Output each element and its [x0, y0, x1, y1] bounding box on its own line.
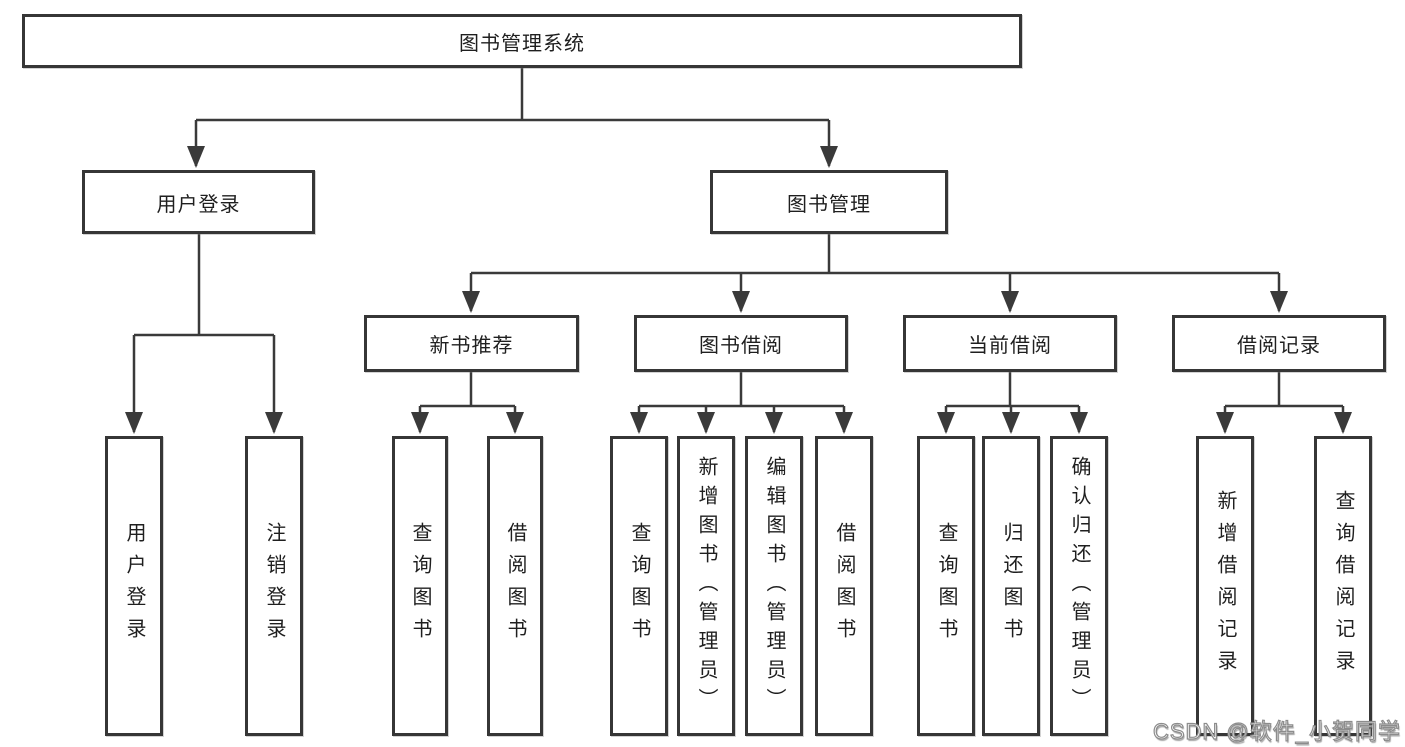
node-leaf-query-books-2: 查询图书 — [610, 436, 668, 736]
node-leaf-query-books-1: 查询图书 — [392, 436, 448, 736]
leaf-label: 查询图书 — [935, 522, 957, 650]
node-book-management: 图书管理 — [710, 170, 948, 234]
leaf-label: 新增借阅记录 — [1214, 490, 1236, 682]
leaf-label: 注销登录 — [263, 522, 285, 650]
node-leaf-user-login: 用户登录 — [105, 436, 163, 736]
node-leaf-return-books: 归还图书 — [982, 436, 1040, 736]
node-new-book-recommend: 新书推荐 — [364, 315, 579, 372]
node-borrowing-records: 借阅记录 — [1172, 315, 1386, 372]
node-leaf-query-books-3: 查询图书 — [917, 436, 975, 736]
leaf-label: 确认归还（管理员） — [1068, 455, 1090, 717]
leaf-label: 归还图书 — [1000, 522, 1022, 650]
leaf-label: 借阅图书 — [504, 522, 526, 650]
leaf-label: 查询图书 — [628, 522, 650, 650]
node-leaf-borrow-books-2: 借阅图书 — [815, 436, 873, 736]
node-leaf-edit-books-admin: 编辑图书（管理员） — [745, 436, 803, 736]
node-user-login: 用户登录 — [82, 170, 315, 234]
node-leaf-borrow-books-1: 借阅图书 — [487, 436, 543, 736]
node-leaf-logout: 注销登录 — [245, 436, 303, 736]
watermark: CSDN @软件_小贺同学 — [1152, 718, 1401, 744]
leaf-label: 编辑图书（管理员） — [763, 455, 785, 717]
arrowheads — [125, 120, 1352, 434]
leaf-label: 借阅图书 — [833, 522, 855, 650]
node-leaf-confirm-return-admin: 确认归还（管理员） — [1050, 436, 1108, 736]
leaf-label: 新增图书（管理员） — [695, 455, 717, 717]
node-leaf-add-borrow-record: 新增借阅记录 — [1196, 436, 1254, 736]
node-leaf-add-books-admin: 新增图书（管理员） — [677, 436, 735, 736]
node-current-borrowing: 当前借阅 — [903, 315, 1117, 372]
leaf-label: 查询图书 — [409, 522, 431, 650]
leaf-label: 用户登录 — [123, 522, 145, 650]
node-book-borrowing: 图书借阅 — [634, 315, 848, 372]
node-root: 图书管理系统 — [22, 14, 1022, 68]
node-leaf-query-borrow-record: 查询借阅记录 — [1314, 436, 1372, 736]
leaf-label: 查询借阅记录 — [1332, 490, 1354, 682]
